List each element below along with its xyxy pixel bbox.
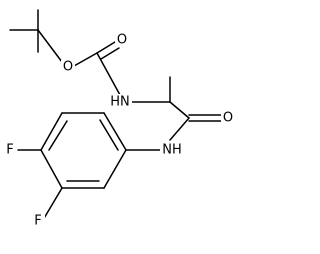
ring-bond-4 xyxy=(40,149,63,189)
bond-amide-carbon-to-nh xyxy=(169,117,190,141)
ring-bond-3 xyxy=(40,112,63,151)
carbamate-carbonyl-oxygen-label: O xyxy=(117,33,127,48)
bond-ring-to-f-lower xyxy=(42,187,63,221)
bond-alpha-to-amide-carbon xyxy=(169,101,190,119)
ester-oxygen-label: O xyxy=(63,60,73,75)
ring-inner-double-1 xyxy=(99,119,119,151)
molecule-structure: O O HN O NH F F xyxy=(6,9,234,229)
fluorine-lower-label: F xyxy=(34,214,41,229)
amide-nitrogen-label: NH xyxy=(162,143,182,158)
amide-oxygen-label: O xyxy=(223,111,233,126)
bond-carbonyl-to-nh xyxy=(96,52,121,96)
bond-tbu-to-ester-oxygen xyxy=(37,29,63,63)
fluorine-upper-label: F xyxy=(6,143,13,158)
bond-carbonyl-double-2 xyxy=(100,47,120,60)
bond-ester-oxygen-to-carbonyl xyxy=(73,52,98,67)
carbamate-nitrogen-label: HN xyxy=(110,95,130,110)
ring-bond-1 xyxy=(103,112,127,151)
ring-bond-6 xyxy=(103,149,127,189)
bond-carbonyl-double-1 xyxy=(96,41,116,54)
ring-inner-double-2 xyxy=(48,120,68,151)
